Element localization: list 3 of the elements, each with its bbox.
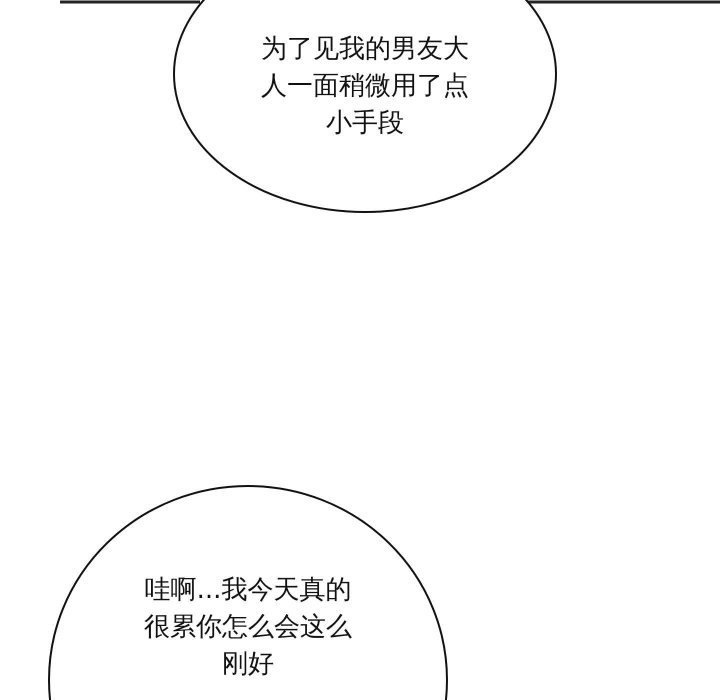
dialogue-text: 哇啊...我今天真的很累你怎么会这么刚好 <box>143 574 353 681</box>
dialogue-text: 为了见我的男友大人一面稍微用了点小手段 <box>260 33 470 140</box>
speech-bubble <box>173 0 557 213</box>
